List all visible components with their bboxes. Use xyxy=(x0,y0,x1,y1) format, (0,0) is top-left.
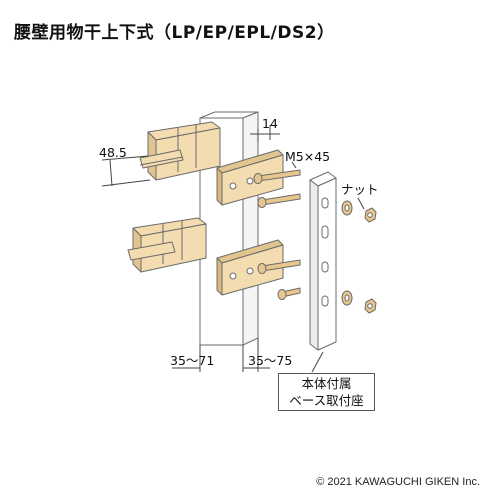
copyright-notice: © 2021 KAWAGUCHI GIKEN Inc. xyxy=(316,476,480,488)
dimension-14 xyxy=(250,125,280,142)
label-dim-35-71: 35～71 xyxy=(170,353,214,368)
dimension-48-5 xyxy=(101,155,151,187)
callout-line-1: 本体付属 xyxy=(301,376,352,391)
leader-base-mount xyxy=(311,351,324,373)
lower-mounting-plate xyxy=(216,239,284,296)
upper-bracket-left xyxy=(139,121,221,181)
label-dim-48-5: 48.5 xyxy=(99,145,127,160)
page-title: 腰壁用物干上下式（LP/EP/EPL/DS2） xyxy=(14,23,335,43)
label-nut: ナット xyxy=(341,182,379,197)
washer-lower xyxy=(341,290,353,306)
callout-line-2: ベース取付座 xyxy=(289,393,364,408)
label-screw-m5x45: M5×45 xyxy=(285,149,330,164)
nut-upper xyxy=(364,207,377,223)
leader-nut xyxy=(357,197,365,210)
base-mount-channel xyxy=(309,171,337,351)
screw-m5-lower xyxy=(257,259,301,300)
screw-m5-upper xyxy=(253,169,301,208)
leader-screw xyxy=(291,161,297,169)
label-dim-35-75: 35～75 xyxy=(248,353,292,368)
upper-mounting-plate xyxy=(216,149,284,206)
dimension-post-width xyxy=(172,338,270,372)
base-mount-callout: 本体付属 ベース取付座 xyxy=(278,373,375,411)
nut-lower xyxy=(364,298,377,314)
lower-bracket-left xyxy=(127,217,207,273)
washer-upper xyxy=(341,200,353,216)
label-dim-14: 14 xyxy=(262,116,278,131)
